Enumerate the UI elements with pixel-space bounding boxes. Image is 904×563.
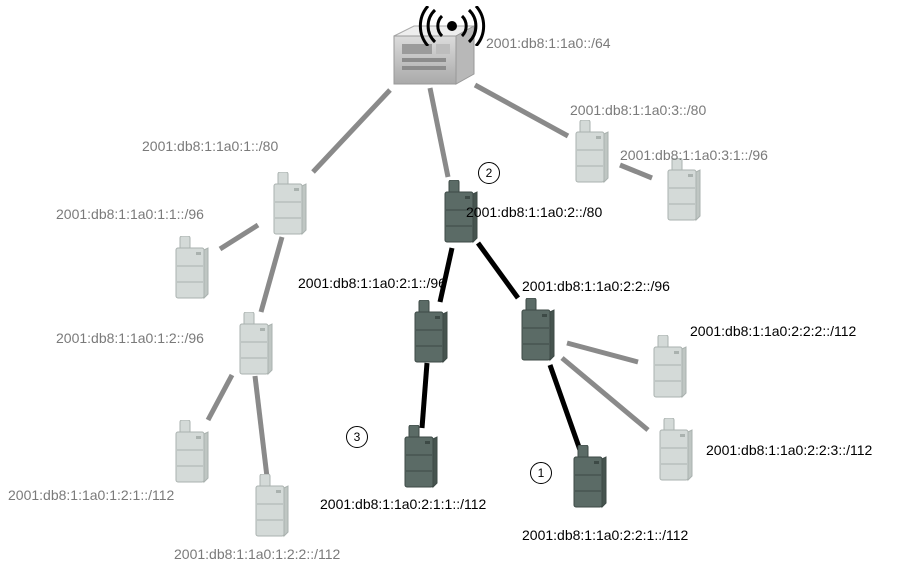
node-label-n21: 2001:db8:1:1a0:2:1::/96 (298, 275, 446, 291)
step-marker-3: 3 (346, 426, 368, 448)
link-root-n1 (311, 88, 392, 174)
node-label-n11: 2001:db8:1:1a0:1:1::/96 (56, 206, 204, 222)
device-icon-n221 (573, 445, 607, 509)
link-n22-n223 (560, 356, 650, 432)
step-marker-2: 2 (478, 162, 500, 184)
node-label-n222: 2001:db8:1:1a0:2:2:2::/112 (690, 323, 857, 339)
device-icon-n31 (667, 158, 701, 222)
device-icon-n222 (653, 335, 687, 399)
link-n1-n11 (218, 222, 260, 252)
device-icon-n21 (414, 300, 448, 364)
wireless-antenna-icon (418, 6, 486, 46)
device-icon-n1 (273, 172, 307, 236)
node-label-n3: 2001:db8:1:1a0:3::/80 (570, 102, 707, 118)
node-label-n122: 2001:db8:1:1a0:1:2:2::/112 (174, 546, 341, 562)
node-label-n223: 2001:db8:1:1a0:2:2:3::/112 (706, 442, 873, 458)
device-icon-n121 (175, 420, 209, 484)
device-icon-n122 (255, 474, 289, 538)
link-n22-n222 (566, 340, 639, 365)
node-label-n121: 2001:db8:1:1a0:1:2:1::/112 (8, 487, 175, 503)
link-root-n2 (427, 87, 451, 178)
node-label-n211: 2001:db8:1:1a0:2:1:1::/112 (320, 496, 487, 512)
node-label-n22: 2001:db8:1:1a0:2:2::/96 (522, 278, 670, 294)
link-n22-n221 (547, 364, 583, 451)
device-icon-n3 (575, 120, 609, 184)
node-label-n221: 2001:db8:1:1a0:2:2:1::/112 (522, 527, 689, 543)
step-marker-1: 1 (530, 462, 552, 484)
node-label-n12: 2001:db8:1:1a0:1:2::/96 (56, 330, 204, 346)
device-icon-n211 (404, 425, 438, 489)
device-icon-n2 (444, 180, 478, 244)
device-icon-n12 (239, 312, 273, 376)
device-icon-n11 (175, 236, 209, 300)
link-n12-n122 (252, 375, 270, 478)
node-label-n1: 2001:db8:1:1a0:1::/80 (142, 138, 279, 154)
router-prefix-label: 2001:db8:1:1a0::/64 (486, 35, 611, 51)
link-n2-n21 (437, 247, 455, 303)
device-icon-n22 (521, 298, 555, 362)
link-n3-n31 (619, 162, 653, 181)
node-label-n31: 2001:db8:1:1a0:3:1::/96 (620, 147, 768, 163)
link-n1-n12 (258, 236, 285, 313)
link-n21-n211 (419, 362, 430, 429)
device-icon-n223 (659, 418, 693, 482)
link-n12-n121 (205, 373, 235, 422)
link-n2-n22 (475, 241, 521, 300)
node-label-n2: 2001:db8:1:1a0:2::/80 (466, 204, 603, 220)
link-root-n3 (473, 82, 570, 139)
